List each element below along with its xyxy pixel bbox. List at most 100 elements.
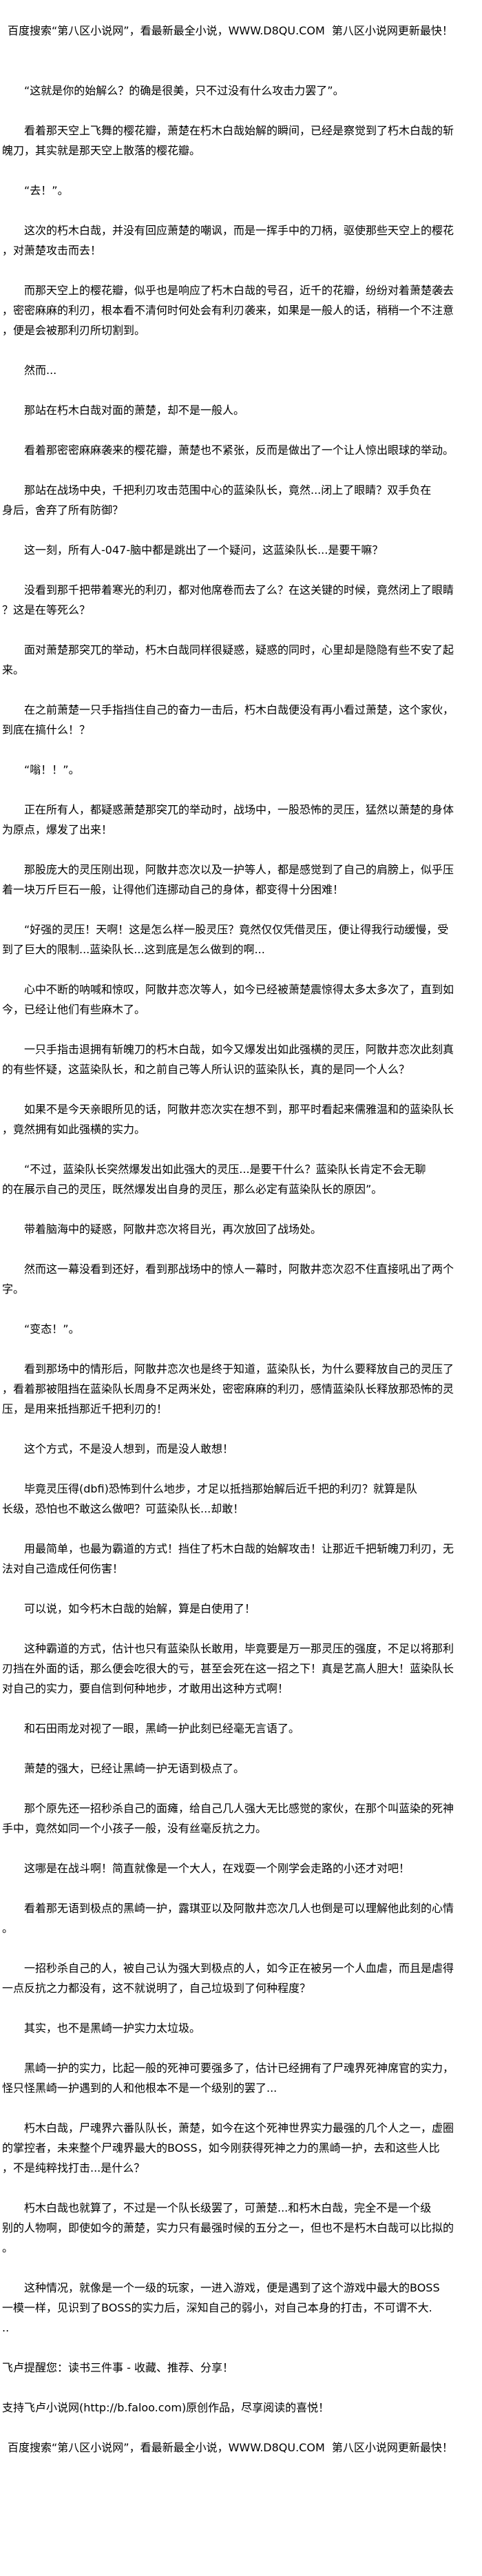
text-line: 而那天空上的樱花瓣，似乎也是响应了朽木白哉的号召，近千的花瓣，纷纷对着萧楚袭去	[2, 284, 454, 297]
paragraph: 这哪是在战斗啊！简直就像是一个大人，在戏耍一个刚学会走路的小还才对吧！	[2, 1858, 480, 1878]
reader-reminder: 飞卢提醒您：读书三件事 - 收藏、推荐、分享！	[2, 2361, 233, 2374]
text-line: 萧楚的强大，已经让黑崎一护无语到极点了。	[2, 1762, 245, 1775]
text-line: ，对萧楚攻击而去！	[2, 244, 102, 257]
paragraph: 看到那场中的情形后，阿散井恋次也是终于知道，蓝染队长，为什么要释放自己的灵压了 ，…	[2, 1359, 480, 1419]
paragraph: 其实，也不是黑崎一护实力太垃圾。	[2, 2018, 480, 2038]
text-line: 心中不断的呐喊和惊叹，阿散井恋次等人，如今已经被萧楚震惊得太多太多次了，直到如	[2, 983, 454, 996]
paragraph: 那个原先还一招秒杀自己的面瘫，给自己几人强大无比感觉的家伙，在那个叫蓝染的死神手…	[2, 1798, 480, 1838]
text-line: 毕竟灵压得(dbfi)恐怖到什么地步，才足以抵挡那始解后近千把的利刃？就算是队	[2, 1482, 417, 1495]
text-line: ，不是纯粹找打击...是什么？	[2, 2161, 145, 2174]
paragraph: 用最简单，也最为霸道的方式！挡住了朽木白哉的始解攻击！让那近千把斩魄刀利刃，无法…	[2, 1539, 480, 1579]
text-line: 正在所有人，都疑惑萧楚那突兀的举动时，战场中，一股恐怖的灵压，猛然以萧楚的身体	[2, 803, 454, 816]
text-line: 。	[2, 1922, 14, 1935]
text-line: ，看着那被阻挡在蓝染队长周身不足两米处，密密麻麻的利刃，感情蓝染队长释放那恐怖的…	[2, 1382, 454, 1395]
site-banner-bottom: 百度搜索“第八区小说网”，看最新最全小说，WWW.D8QU.COM 第八区小说网…	[8, 2441, 453, 2454]
paragraph: 然而...	[2, 360, 480, 380]
paragraph: “去！”。	[2, 180, 480, 200]
text-line: ，密密麻麻的利刃，根本看不清何时何处会有利刃袭来，如果是一般人的话，稍稍一个不注…	[2, 304, 454, 317]
paragraph: 这次的朽木白哉，并没有回应萧楚的嘲讽，而是一挥手中的刀柄，驱使那些天空上的樱花 ，…	[2, 220, 480, 260]
text-line: 。	[2, 2241, 14, 2254]
paragraph: 一只手指击退拥有斩魄刀的朽木白哉，如今又爆发出如此强横的灵压，阿散井恋次此刻真的…	[2, 1039, 480, 1079]
paragraph: 看着那密密麻麻袭来的樱花瓣，萧楚也不紧张，反而是做出了一个让人惊出眼球的举动。	[2, 440, 480, 460]
text-line: 可以说，如今朽木白哉的始解，算是白使用了！	[2, 1602, 256, 1615]
text-line: ？这是在等死么？	[2, 603, 91, 616]
text-line: 的掌控者，未来整个尸魂界最大的BOSS，如今刚获得死神之力的黑崎一护，去和这些人…	[2, 2141, 440, 2154]
paragraph: 正在所有人，都疑惑萧楚那突兀的举动时，战场中，一股恐怖的灵压，猛然以萧楚的身体为…	[2, 800, 480, 840]
text-line: 其实，也不是黑崎一护实力太垃圾。	[2, 2022, 201, 2035]
text-line: 看着那密密麻麻袭来的樱花瓣，萧楚也不紧张，反而是做出了一个让人惊出眼球的举动。	[2, 444, 454, 457]
text-line: ，便是会被那利刃所切割到。	[2, 324, 146, 337]
paragraph: 面对萧楚那突兀的举动，朽木白哉同样很疑惑，疑惑的同时，心里却是隐隐有些不安了起来…	[2, 640, 480, 680]
paragraph: 那站在战场中央，千把利刃攻击范围中心的蓝染队长，竟然...闭上了眼睛？双手负在身…	[2, 480, 480, 520]
paragraph: 毕竟灵压得(dbfi)恐怖到什么地步，才足以抵挡那始解后近千把的利刃？就算是队长…	[2, 1479, 480, 1519]
text-line: 朽木白哉也就算了，不过是一个队长级罢了，可萧楚...和朽木白哉，完全不是一个级	[2, 2201, 432, 2214]
paragraph: 朽木白哉，尸魂界六番队队长，萧楚，如今在这个死神世界实力最强的几个人之一，虚圈的…	[2, 2118, 480, 2178]
text-line: “变态！”。	[2, 1322, 80, 1336]
text-line: 带着脑海中的疑惑，阿散井恋次将目光，再次放回了战场处。	[2, 1223, 322, 1236]
text-line: 的有些怀疑，这蓝染队长，和之前自己等人所认识的蓝染队长，真的是同一个人么？	[2, 1063, 410, 1076]
site-banner-top: 百度搜索“第八区小说网”，看最新最全小说，WWW.D8QU.COM 第八区小说网…	[8, 24, 453, 37]
text-line: 法对自己造成任何伤害！	[2, 1562, 124, 1575]
text-line: 字。	[2, 1282, 25, 1296]
text-line: 身后，舍弃了所有防御？	[2, 503, 124, 517]
text-line: 没看到那千把带着寒光的利刃，都对他席卷而去了么？在这关键的时候，竟然闭上了眼睛	[2, 583, 454, 596]
text-line: 那个原先还一招秒杀自己的面瘫，给自己几人强大无比感觉的家伙，在那个叫蓝染的死神	[2, 1802, 454, 1815]
chapter-body: “这就是你的始解么？的确是很美，只不过没有什么攻击力罢了”。 看着那天空上飞舞的…	[2, 81, 480, 2338]
text-line: ..	[2, 2321, 10, 2334]
text-line: 长级，恐怕也不敢这么做吧？可蓝染队长...却敢！	[2, 1502, 244, 1515]
chapter-document: 百度搜索“第八区小说网”，看最新最全小说，WWW.D8QU.COM 第八区小说网…	[2, 21, 480, 2458]
text-line: 然而...	[2, 364, 57, 377]
paragraph: 而那天空上的樱花瓣，似乎也是响应了朽木白哉的号召，近千的花瓣，纷纷对着萧楚袭去 ，…	[2, 280, 480, 340]
paragraph: 没看到那千把带着寒光的利刃，都对他席卷而去了么？在这关键的时候，竟然闭上了眼睛 ？…	[2, 580, 480, 620]
text-line: 那股庞大的灵压刚出现，阿散井恋次以及一护等人，都是感觉到了自己的肩膀上，似乎压	[2, 863, 454, 876]
text-line: 别的人物啊，即使如今的萧楚，实力只有最强时候的五分之一，但也不是朽木白哉可以比拟…	[2, 2221, 454, 2234]
text-line: 这次的朽木白哉，并没有回应萧楚的嘲讽，而是一挥手中的刀柄，驱使那些天空上的樱花	[2, 224, 454, 237]
paragraph: 黑崎一护的实力，比起一般的死神可要强多了，估计已经拥有了尸魂界死神席官的实力，怪…	[2, 2058, 480, 2098]
text-line: “去！”。	[2, 184, 69, 197]
paragraph: 然而这一幕没看到还好，看到那战场中的惊人一幕时，阿散井恋次忍不住直接吼出了两个字…	[2, 1259, 480, 1299]
paragraph: 那站在朽木白哉对面的萧楚，却不是一般人。	[2, 400, 480, 420]
paragraph: 带着脑海中的疑惑，阿散井恋次将目光，再次放回了战场处。	[2, 1219, 480, 1239]
text-line: “嗡！！”。	[2, 763, 80, 776]
paragraph: 可以说，如今朽木白哉的始解，算是白使用了！	[2, 1599, 480, 1619]
text-line: 看到那场中的情形后，阿散井恋次也是终于知道，蓝染队长，为什么要释放自己的灵压了	[2, 1362, 454, 1375]
paragraph: “嗡！！”。	[2, 760, 480, 780]
paragraph: “变态！”。	[2, 1319, 480, 1339]
text-line: 一只手指击退拥有斩魄刀的朽木白哉，如今又爆发出如此强横的灵压，阿散井恋次此刻真	[2, 1043, 454, 1056]
text-line: 看着那天空上飞舞的樱花瓣，萧楚在朽木白哉始解的瞬间，已经是察觉到了朽木白哉的斩	[2, 124, 454, 137]
text-line: 这个方式，不是没人想到，而是没人敢想！	[2, 1442, 234, 1455]
text-line: 刃挡在外面的话，那么便会吃很大的亏，甚至会死在这一招之下！真是艺高人胆大！蓝染队…	[2, 1662, 454, 1675]
text-line: 看着那无语到极点的黑崎一护，露琪亚以及阿散井恋次几人也倒是可以理解他此刻的心情	[2, 1902, 454, 1915]
paragraph: 这个方式，不是没人想到，而是没人敢想！	[2, 1439, 480, 1459]
support-notice: 支持飞卢小说网(http://b.faloo.com)原创作品，尽享阅读的喜悦！	[2, 2401, 330, 2414]
text-line: 一点反抗之力都没有，这不就说明了，自己垃圾到了何种程度？	[2, 1982, 311, 1995]
text-line: 魄刀，其实就是那天空上散落的樱花瓣。	[2, 144, 201, 157]
paragraph: “不过，蓝染队长突然爆发出如此强大的灵压...是要干什么？蓝染队长肯定不会无聊的…	[2, 1159, 480, 1199]
text-line: 面对萧楚那突兀的举动，朽木白哉同样很疑惑，疑惑的同时，心里却是隐隐有些不安了起	[2, 643, 454, 656]
text-line: 来。	[2, 663, 25, 676]
text-line: 黑崎一护的实力，比起一般的死神可要强多了，估计已经拥有了尸魂界死神席官的实力，	[2, 2061, 454, 2075]
paragraph: 这种霸道的方式，估计也只有蓝染队长敢用，毕竟要是万一那灵压的强度，不足以将那利刃…	[2, 1639, 480, 1699]
text-line: 这一刻，所有人-047-脑中都是跳出了一个疑问，这蓝染队长...是要干嘛？	[2, 543, 384, 557]
paragraph: 如果不是今天亲眼所见的话，阿散井恋次实在想不到，那平时看起来儒雅温和的蓝染队长，…	[2, 1099, 480, 1139]
text-line: 那站在战场中央，千把利刃攻击范围中心的蓝染队长，竟然...闭上了眼睛？双手负在	[2, 484, 432, 497]
text-line: 和石田雨龙对视了一眼，黑崎一护此刻已经毫无言语了。	[2, 1722, 300, 1735]
text-line: 用最简单，也最为霸道的方式！挡住了朽木白哉的始解攻击！让那近千把斩魄刀利刃，无	[2, 1542, 454, 1555]
paragraph: 萧楚的强大，已经让黑崎一护无语到极点了。	[2, 1758, 480, 1778]
text-line: 朽木白哉，尸魂界六番队队长，萧楚，如今在这个死神世界实力最强的几个人之一，虚圈	[2, 2121, 454, 2134]
paragraph: 在之前萧楚一只手指挡住自己的奋力一击后，朽木白哉便没有再小看过萧楚，这个家伙，到…	[2, 700, 480, 740]
text-line: 一模一样，见识到了BOSS的实力后，深知自己的弱小，对自己本身的打击，不可谓不大…	[2, 2301, 432, 2314]
paragraph: 朽木白哉也就算了，不过是一个队长级罢了，可萧楚...和朽木白哉，完全不是一个级别…	[2, 2198, 480, 2258]
paragraph: 看着那天空上飞舞的樱花瓣，萧楚在朽木白哉始解的瞬间，已经是察觉到了朽木白哉的斩魄…	[2, 121, 480, 160]
paragraph: 看着那无语到极点的黑崎一护，露琪亚以及阿散井恋次几人也倒是可以理解他此刻的心情。	[2, 1898, 480, 1938]
text-line: 压，是用来抵挡那近千把利刃的！	[2, 1402, 168, 1415]
paragraph: 和石田雨龙对视了一眼，黑崎一护此刻已经毫无言语了。	[2, 1718, 480, 1738]
text-line: 为原点，爆发了出来！	[2, 823, 113, 836]
paragraph: 一招秒杀自己的人，被自己认为强大到极点的人，如今正在被另一个人血虐，而且是虐得一…	[2, 1958, 480, 1998]
text-line: “这就是你的始解么？的确是很美，只不过没有什么攻击力罢了”。	[2, 84, 344, 97]
paragraph: 那股庞大的灵压刚出现，阿散井恋次以及一护等人，都是感觉到了自己的肩膀上，似乎压着…	[2, 860, 480, 900]
text-line: 一招秒杀自己的人，被自己认为强大到极点的人，如今正在被另一个人血虐，而且是虐得	[2, 1962, 454, 1975]
paragraph: “这就是你的始解么？的确是很美，只不过没有什么攻击力罢了”。	[2, 81, 480, 101]
text-line: 手中，竟然如同一个小孩子一般，没有丝毫反抗之力。	[2, 1822, 267, 1835]
